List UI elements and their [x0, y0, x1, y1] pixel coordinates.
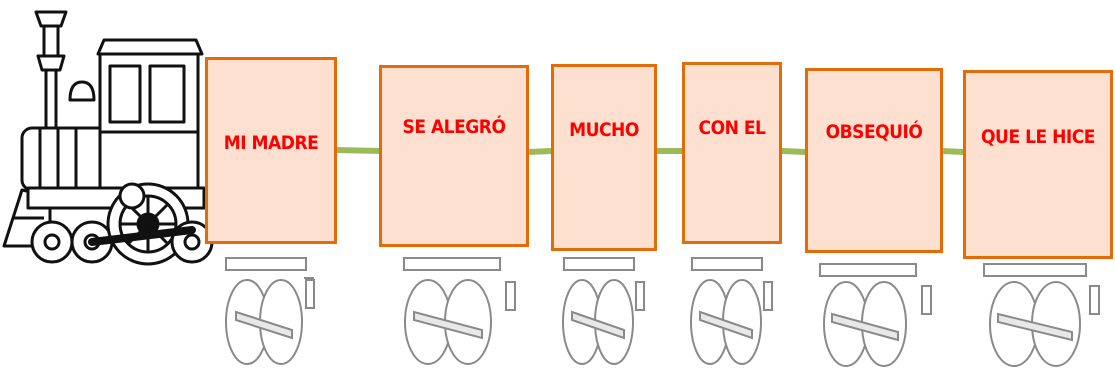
wagon-2-label: SE ALEGRÓ: [402, 116, 506, 138]
coupling-5-6: [939, 148, 967, 155]
coupling-1-2: [332, 147, 385, 154]
wagon-2-wheels-icon: [403, 257, 516, 365]
couplings: [332, 147, 967, 155]
wagon-wheels: [225, 257, 1100, 367]
wagon-6-label: QUE LE HICE: [981, 125, 1095, 148]
wagon-4-wheels-icon: [690, 257, 773, 365]
wagon-4-label: CON EL: [698, 117, 766, 139]
wagon-5-label: OBSEQUIÓ: [825, 120, 923, 143]
wagon-1-label: MI MADRE: [223, 131, 319, 154]
wagon-6: QUE LE HICE: [963, 70, 1113, 259]
wagon-1: MI MADRE: [205, 57, 337, 244]
wagon-3-label: MUCHO: [569, 118, 639, 141]
wagon-5-wheels-icon: [819, 263, 932, 367]
wagon-3: MUCHO: [551, 64, 657, 251]
wagon-6-wheels-icon: [983, 263, 1100, 367]
locomotive-icon: [2, 10, 214, 266]
wagon-2: SE ALEGRÓ: [379, 65, 529, 247]
wagon-5: OBSEQUIÓ: [805, 68, 943, 253]
coupling-2-3: [525, 148, 555, 155]
wagon-4: CON EL: [682, 62, 782, 244]
coupling-4-5: [779, 148, 809, 155]
wagon-1-wheels-icon: [225, 257, 315, 365]
wagon-3-wheels-icon: [562, 257, 645, 365]
